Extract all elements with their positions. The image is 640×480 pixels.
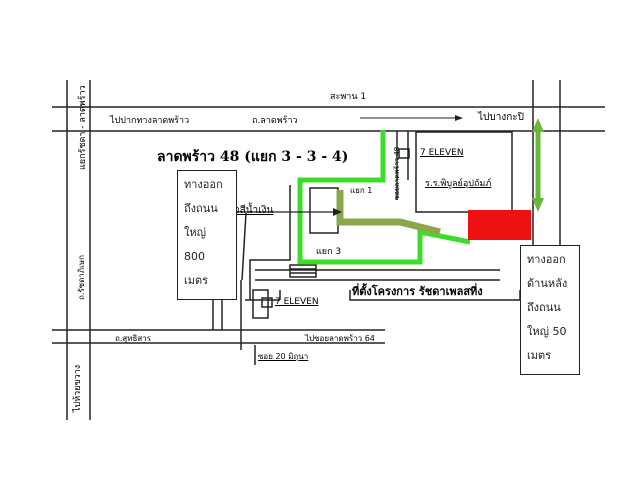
label-to-soi-64: ไปซอยลาดพร้าว 64 [305,334,375,343]
rear-exit-arrow [532,118,544,212]
rear-exit-note: ทางออก ด้านหลัง ถึงถนน ใหญ่ 50 เมตร [520,245,580,375]
label-school: ร.ร.พิบูลย์อุปถัมภ์ [425,179,492,189]
route-front [297,130,471,265]
label-soi-20-mithuna: ซอย 20 มิถุนา [258,352,309,361]
note-line: ใหญ่ [184,226,206,239]
label-to-huai-khwang: ไปห้วยขวาง [73,364,83,412]
note-line: เมตร [527,349,552,362]
note-line: ด้านหลัง [527,277,568,290]
label-sutthisan-road: ถ.สุทธิสาร [115,334,152,343]
front-exit-note: ทางออก ถึงถนน ใหญ่ 800 เมตร [177,170,237,300]
label-junction-1: แยก 1 [350,186,373,195]
label-to-ladprao-entrance: ไปปากทางลาดพร้าว [110,116,190,126]
label-soi-48: ซอยลาดพร้าว 48 [393,146,401,200]
label-7eleven-bottom: 7 ELEVEN [275,297,319,307]
label-bridge: สะพาน 1 [330,92,367,102]
label-ratchadaphisek-road: ถ.รัชดาภิเษก [77,255,86,300]
label-project-location: ที่ตั้งโครงการ รัชดาเพลสที่ง [352,285,483,298]
note-line: ทางออก [184,178,223,191]
note-line: ใหญ่ 50 [527,325,567,338]
note-line: ถึงถนน [527,301,561,314]
label-ratchada-ladprao-junction: แยกรัชดา - ลาดพร้าว [78,85,88,170]
note-line: 800 [184,250,205,263]
project-marker [468,210,531,240]
note-line: ถึงถนน [184,202,218,215]
map-title: ลาดพร้าว 48 (แยก 3 - 3 - 4) [157,149,349,165]
label-junction-3: แยก 3 [316,247,342,257]
route-inner [336,190,441,236]
label-to-bangkapi: ไปบางกะปิ [478,112,524,123]
label-blue-house: วสีน้ำเงิน [234,205,274,216]
label-ladprao-road: ถ.ลาดพร้าว [252,116,298,126]
note-line: ทางออก [527,253,566,266]
note-line: เมตร [184,274,209,287]
label-7eleven-top: 7 ELEVEN [420,148,464,158]
